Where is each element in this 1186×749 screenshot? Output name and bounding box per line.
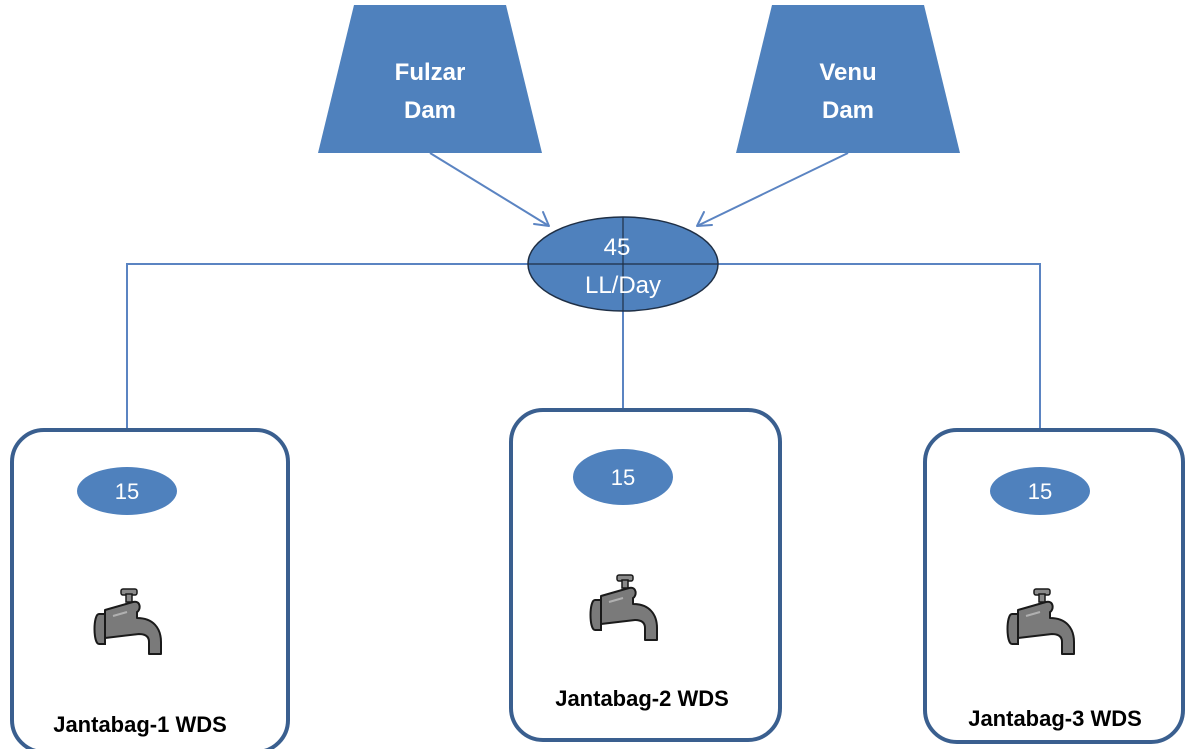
system-jantabag-3: 15 Jantabag-3 WDS <box>923 428 1185 744</box>
system-name: Jantabag-2 WDS <box>555 686 729 711</box>
system-name: Jantabag-1 WDS <box>53 712 227 737</box>
hub-value: 45 <box>604 234 631 261</box>
system-box <box>10 428 290 749</box>
supply-hub: 45 LL/Day <box>527 216 719 312</box>
system-jantabag-1: 15 Jantabag-1 WDS <box>10 428 290 749</box>
dam-shape <box>736 5 960 153</box>
system-jantabag-2: 15 Jantabag-2 WDS <box>509 408 782 742</box>
dam-label-line2: Dam <box>822 97 874 124</box>
connector-venu-to-hub <box>696 152 849 227</box>
connector-hub-to-system-3 <box>718 263 1041 452</box>
dam-shape <box>318 5 542 153</box>
system-box <box>923 428 1185 744</box>
dam-label-line2: Dam <box>404 97 456 124</box>
allocation-node <box>77 467 177 515</box>
system-box <box>509 408 782 742</box>
allocation-value: 15 <box>115 479 139 504</box>
connector-fulzar-to-hub <box>429 152 550 227</box>
connector-hub-to-system-1 <box>126 263 528 450</box>
allocation-value: 15 <box>1028 479 1052 504</box>
allocation-node <box>990 467 1090 515</box>
connector-fulzar-arrowhead <box>533 211 550 227</box>
allocation-value: 15 <box>611 465 635 490</box>
dam-label-line1: Fulzar <box>395 59 466 86</box>
hub-unit: LL/Day <box>585 272 661 299</box>
allocation-node <box>573 449 673 505</box>
system-name: Jantabag-3 WDS <box>968 706 1142 731</box>
dam-label-line1: Venu <box>819 59 876 86</box>
source-fulzar-dam: Fulzar Dam <box>318 5 542 153</box>
source-venu-dam: Venu Dam <box>736 5 960 153</box>
connector-venu-arrowhead <box>696 211 713 227</box>
